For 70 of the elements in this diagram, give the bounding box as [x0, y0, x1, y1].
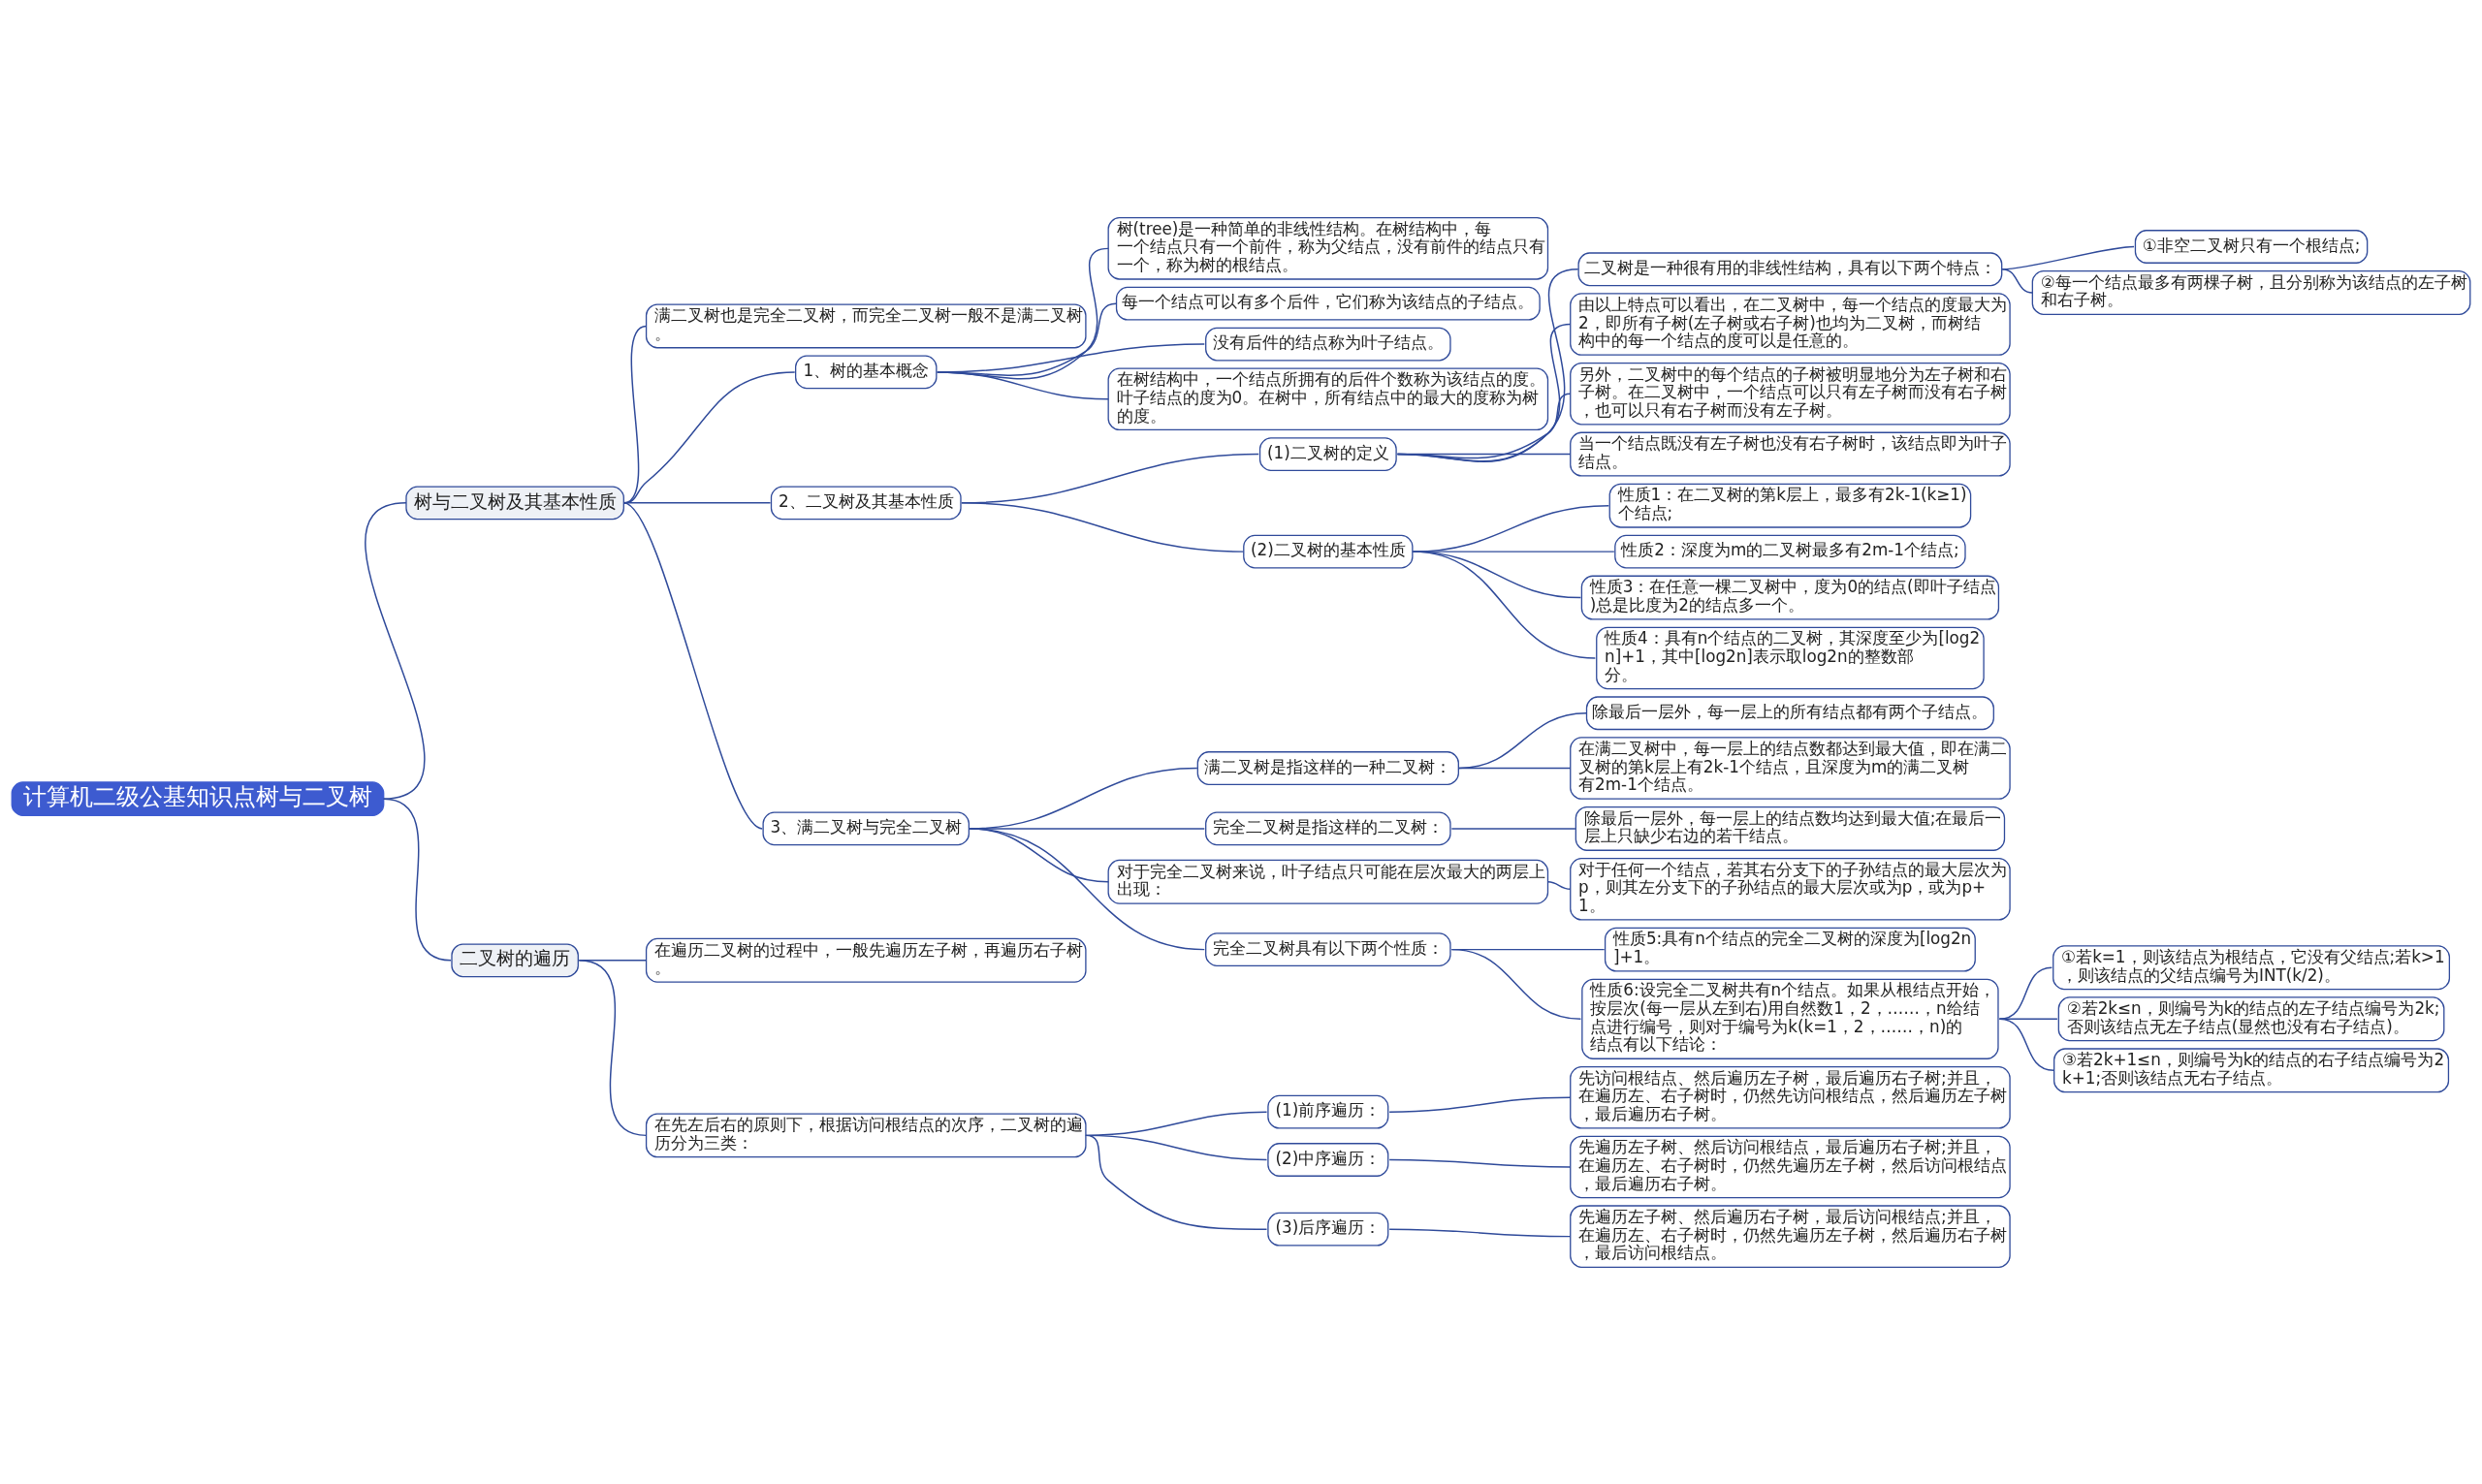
node-box: (3)后序遍历： [1267, 1212, 1389, 1247]
node-box: 在满二叉树中，每一层上的结点数都达到最大值，即在满二叉树的第k层上有2k-1个结点，且深度为m的满二叉树有2m-1个结点。 [1570, 736, 2011, 800]
node-box: 3、满二叉树与完全二叉树 [762, 811, 970, 845]
connector [1396, 268, 1579, 462]
node-box: 性质1：在二叉树的第k层上，最多有2k-1(k≥1)个结点; [1608, 483, 1972, 528]
node-box: 树(tree)是一种简单的非线性结构。在树结构中，每一个结点只有一个前件，称为父结点，没有前件的结点只有一个，称为树的根结点。 [1107, 216, 1549, 280]
node-box: 由以上特点可以看出，在二叉树中，每一个结点的度最大为2，即所有子树(左子树或右子树)也均为二叉树，而树结构中的每一个结点的度可以是任意的。 [1570, 292, 2011, 356]
connector [1388, 1096, 1572, 1113]
node-box: 2、二叉树及其基本性质 [770, 485, 962, 520]
connector [1450, 948, 1582, 1020]
node-box: 计算机二级公基知识点树与二叉树 [11, 780, 385, 816]
connector [382, 797, 452, 962]
node-box: (2)中序遍历： [1267, 1142, 1389, 1177]
node-box: 除最后一层外，每一层上的结点数均达到最大值;在最后一层上只缺少右边的若干结点。 [1575, 805, 2006, 851]
node-box: 先遍历左子树、然后遍历右子树，最后访问根结点;并且，在遍历左、右子树时，仍然先遍历左子树，然后遍历右子树，最后访问根结点。 [1570, 1204, 2011, 1268]
connector [1458, 767, 1572, 769]
node-box: 完全二叉树是指这样的二叉树： [1205, 811, 1451, 845]
connector [1412, 550, 1597, 659]
node-box: 先访问根结点、然后遍历左子树，最后遍历右子树;并且，在遍历左、右子树时，仍然先访问根结点，然后遍历左子树，最后遍历右子树。 [1570, 1065, 2011, 1129]
node-box: 性质5:具有n个结点的完全二叉树的深度为[log2n]+1。 [1604, 927, 1976, 972]
node-box: 在先左后右的原则下，根据访问根结点的次序，二叉树的遍历分为三类： [645, 1112, 1087, 1157]
connector [1546, 880, 1572, 890]
node-box: 二叉树的遍历 [451, 942, 579, 977]
connector [1450, 827, 1576, 830]
node-box: 性质2：深度为m的二叉树最多有2m-1个结点; [1614, 534, 1966, 569]
node-box: ①非空二叉树只有一个根结点; [2134, 229, 2369, 264]
node-box: 树与二叉树及其基本性质 [405, 485, 624, 520]
node-box: 满二叉树是指这样的一种二叉树： [1196, 750, 1459, 785]
connector [2001, 268, 2034, 294]
connector [937, 370, 1109, 400]
node-box: 先遍历左子树、然后访问根结点，最后遍历右子树;并且，在遍历左、右子树时，仍然先遍历左子树，然后访问根结点，最后遍历右子树。 [1570, 1135, 2011, 1198]
connector [1396, 323, 1572, 461]
node-box: 另外，二叉树中的每个结点的子树被明显地分为左子树和右子树。在二叉树中，一个结点可以只有左子树而没有右子树，也可以只有右子树而没有左子树。 [1570, 362, 2011, 426]
connector [622, 501, 763, 830]
node-box: 二叉树是一种很有用的非线性结构，具有以下两个特点： [1577, 251, 2003, 286]
node-box: (1)二叉树的定义 [1258, 436, 1397, 471]
node-box: (2)二叉树的基本性质 [1243, 534, 1414, 569]
node-box: 在遍历二叉树的过程中，一般先遍历左子树，再遍历右子树。 [645, 937, 1087, 983]
node-box: 当一个结点既没有左子树也没有右子树时，该结点即为叶子结点。 [1570, 431, 2011, 477]
node-box: 对于完全二叉树来说，叶子结点只可能在层次最大的两层上出现： [1107, 859, 1549, 904]
node-box: 对于任何一个结点，若其右分支下的子孙结点的最大层次为p，则其左分支下的子孙结点的最大层次或为p，或为p+1。 [1570, 857, 2011, 921]
connector [365, 501, 426, 800]
connector [622, 501, 772, 504]
connector [961, 501, 1245, 553]
node-box: ②每一个结点最多有两棵子树，且分别称为该结点的左子树和右子树。 [2031, 269, 2471, 315]
connector [1388, 1158, 1572, 1168]
connector [1085, 1134, 1268, 1230]
node-box: 满二叉树也是完全二叉树，而完全二叉树一般不是满二叉树。 [645, 302, 1087, 348]
connector [1998, 966, 2053, 1020]
node-box: ①若k=1，则该结点为根结点，它没有父结点;若k>1，则该结点的父结点编号为INT(k/2)。 [2052, 944, 2451, 990]
connector [1396, 393, 1572, 458]
connector [1388, 1227, 1572, 1237]
connector [1998, 1018, 2054, 1071]
connector [1458, 711, 1587, 769]
node-box: 除最后一层外，每一层上的所有结点都有两个子结点。 [1585, 695, 1994, 730]
node-box: 1、树的基本概念 [795, 355, 938, 389]
node-box: 没有后件的结点称为叶子结点。 [1205, 327, 1451, 361]
connector [622, 370, 796, 504]
connector [1396, 453, 1572, 455]
node-box: 性质3：在任意一棵二叉树中，度为0的结点(即叶子结点)总是比度为2的结点多一个。 [1580, 575, 2000, 620]
node-box: ②若2k≤n，则编号为k的结点的左子结点编号为2k;否则该结点无左子结点(显然也没有右子结点)。 [2057, 995, 2445, 1041]
node-box: ③若2k+1≤n，则编号为k的结点的右子结点编号为2k+1;否则该结点无右子结点。 [2053, 1047, 2450, 1092]
node-box: 性质4：具有n个结点的二叉树，其深度至少为[log2n]+1，其中[log2n]表示取log2n的整数部分。 [1596, 626, 1985, 689]
connector [578, 959, 648, 1136]
node-box: 性质6:设完全二叉树共有n个结点。如果从根结点开始，按层次(每一层从左到右)用自然数1，2，……，n给结点进行编号，则对于编号为k(k=1，2，……，n)的结点有以下结论： [1581, 978, 1999, 1059]
node-box: 完全二叉树具有以下两个性质： [1205, 931, 1451, 966]
node-box: 每一个结点可以有多个后件，它们称为该结点的子结点。 [1115, 286, 1541, 321]
connector [969, 827, 1206, 950]
node-box: (1)前序遍历： [1267, 1094, 1389, 1129]
node-box: 在树结构中，一个结点所拥有的后件个数称为该结点的度。叶子结点的度为0。在树中，所有结点中的最大的度称为树的度。 [1107, 367, 1549, 430]
